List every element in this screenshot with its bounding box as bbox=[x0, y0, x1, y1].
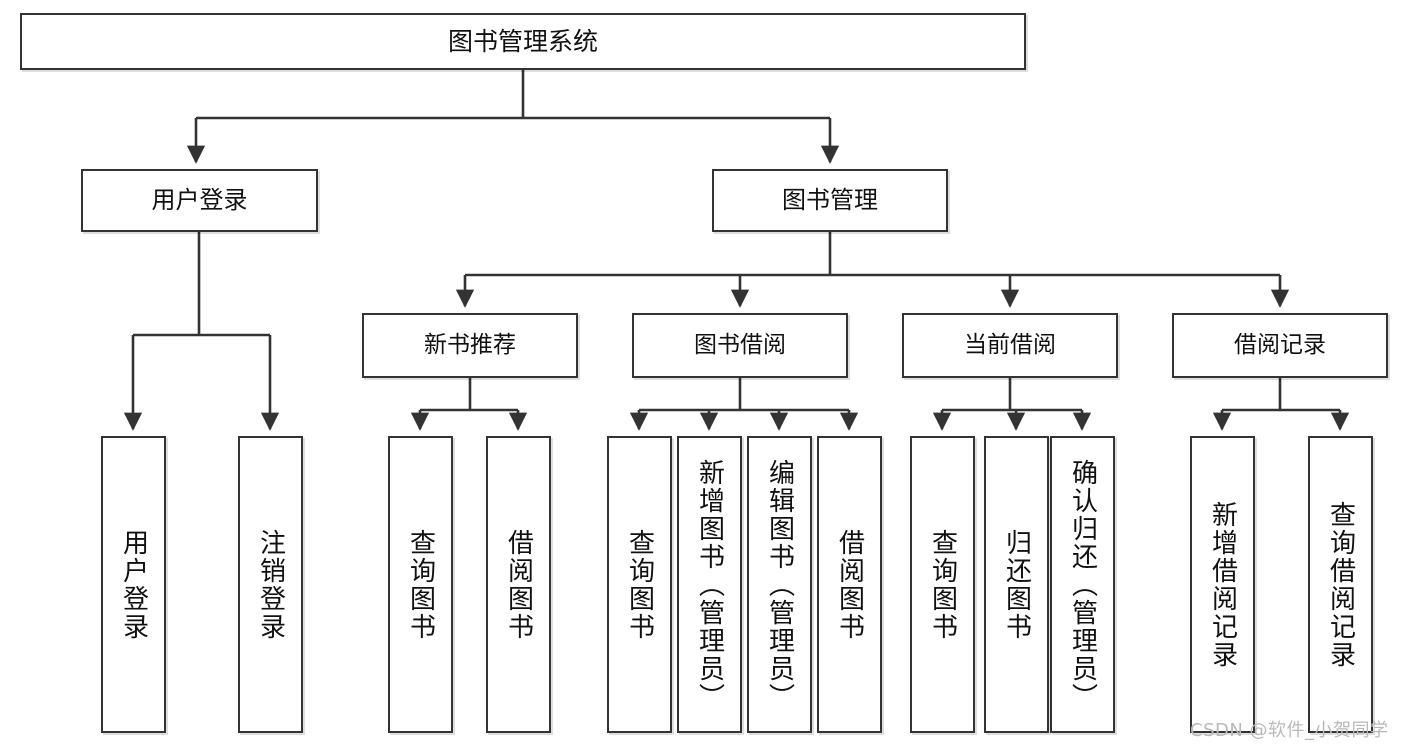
node-root-label: 图书管理系统 bbox=[447, 26, 598, 56]
node-borrow-record[interactable]: 借阅记录 bbox=[1172, 313, 1388, 378]
node-user-login[interactable]: 用户登录 bbox=[81, 169, 318, 232]
node-borrow-record-label: 借阅记录 bbox=[1234, 331, 1326, 358]
node-book-borrow-label: 图书借阅 bbox=[694, 331, 786, 358]
node-leaf-label: 编辑图书（管理员） bbox=[764, 458, 795, 711]
node-leaf-user-login[interactable]: 用户登录 bbox=[101, 436, 166, 733]
node-leaf-label: 用户登录 bbox=[118, 528, 149, 641]
node-leaf-label: 借阅图书 bbox=[834, 528, 865, 641]
node-leaf-label: 新增图书（管理员） bbox=[694, 458, 725, 711]
node-leaf-label: 借阅图书 bbox=[503, 528, 534, 641]
node-root-system[interactable]: 图书管理系统 bbox=[20, 13, 1026, 70]
node-leaf-label: 查询借阅记录 bbox=[1325, 500, 1356, 669]
node-leaf-query-borrow-record[interactable]: 查询借阅记录 bbox=[1308, 436, 1373, 733]
node-leaf-add-borrow-record[interactable]: 新增借阅记录 bbox=[1190, 436, 1255, 733]
node-leaf-return-book[interactable]: 归还图书 bbox=[984, 436, 1049, 733]
node-current-borrow-label: 当前借阅 bbox=[964, 331, 1056, 358]
node-leaf-label: 查询图书 bbox=[624, 528, 655, 641]
node-leaf-query-book-current[interactable]: 查询图书 bbox=[910, 436, 975, 733]
node-new-book-recommend[interactable]: 新书推荐 bbox=[362, 313, 578, 378]
node-leaf-borrow-book-newbook[interactable]: 借阅图书 bbox=[486, 436, 551, 733]
node-leaf-label: 查询图书 bbox=[405, 528, 436, 641]
node-leaf-query-book-borrow[interactable]: 查询图书 bbox=[607, 436, 672, 733]
csdn-watermark: CSDN @软件_小贺同学 bbox=[1190, 720, 1389, 741]
node-leaf-label: 确认归还（管理员） bbox=[1067, 458, 1098, 711]
node-new-book-recommend-label: 新书推荐 bbox=[424, 331, 516, 358]
node-leaf-logout[interactable]: 注销登录 bbox=[238, 436, 303, 733]
node-leaf-label: 归还图书 bbox=[1001, 528, 1032, 641]
node-leaf-borrow-book[interactable]: 借阅图书 bbox=[817, 436, 882, 733]
node-book-management[interactable]: 图书管理 bbox=[712, 169, 948, 232]
node-leaf-confirm-return-admin[interactable]: 确认归还（管理员） bbox=[1050, 436, 1115, 733]
node-book-borrow[interactable]: 图书借阅 bbox=[632, 313, 848, 378]
node-user-login-label: 用户登录 bbox=[151, 186, 248, 215]
node-leaf-label: 查询图书 bbox=[927, 528, 958, 641]
node-leaf-label: 新增借阅记录 bbox=[1207, 500, 1238, 669]
node-leaf-query-book-newbook[interactable]: 查询图书 bbox=[388, 436, 453, 733]
node-leaf-edit-book-admin[interactable]: 编辑图书（管理员） bbox=[747, 436, 812, 733]
node-book-management-label: 图书管理 bbox=[782, 186, 878, 215]
node-current-borrow[interactable]: 当前借阅 bbox=[902, 313, 1118, 378]
node-leaf-label: 注销登录 bbox=[255, 528, 286, 641]
node-leaf-add-book-admin[interactable]: 新增图书（管理员） bbox=[677, 436, 742, 733]
